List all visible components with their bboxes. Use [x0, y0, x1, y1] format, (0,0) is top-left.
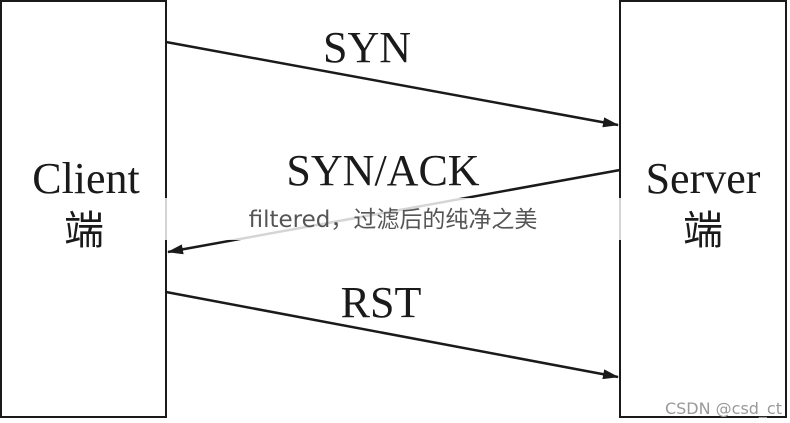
client-node: Client 端: [0, 0, 167, 418]
server-sub-label: 端: [683, 208, 723, 254]
server-box: [619, 0, 787, 418]
client-sub-label: 端: [64, 208, 104, 254]
caption-band: [150, 198, 630, 240]
rst-label: RST: [341, 278, 422, 327]
message-syn: SYN: [165, 23, 619, 128]
rst-arrow: [165, 290, 619, 380]
watermark-text: CSDN @csd_ct: [665, 399, 782, 419]
client-label: Client: [32, 154, 140, 203]
server-node: Server 端: [619, 0, 787, 418]
caption-text: filtered，过滤后的纯净之美: [249, 207, 538, 233]
client-box: [0, 0, 167, 418]
syn-label: SYN: [323, 23, 411, 72]
message-rst: RST: [165, 278, 619, 380]
caption-overlay: filtered，过滤后的纯净之美: [150, 198, 630, 240]
server-label: Server: [646, 154, 761, 203]
syn-arrow: [165, 40, 619, 128]
syn-ack-label: SYN/ACK: [286, 146, 479, 195]
